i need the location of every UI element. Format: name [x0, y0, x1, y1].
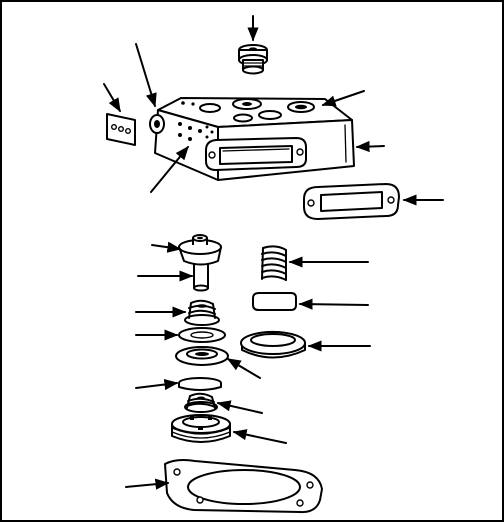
callout-leader-11 [300, 304, 368, 305]
inner-spring [262, 246, 286, 280]
callout-leader-3 [104, 84, 120, 111]
callout-leader-8 [152, 245, 180, 249]
flat-washer [179, 328, 225, 342]
flange-gasket [165, 460, 322, 512]
valve-disc [179, 378, 221, 390]
cover-gasket [304, 184, 399, 219]
mounting-gasket-small [107, 114, 135, 145]
callout-leader-4 [323, 91, 364, 105]
callout-leader-19 [126, 483, 168, 487]
callout-leader-16 [136, 383, 177, 388]
small-spring [185, 301, 219, 325]
callout-leader-5 [357, 146, 384, 147]
callout-leader-18 [234, 432, 286, 443]
top-plug [239, 45, 267, 74]
callout-leader-17 [218, 403, 262, 413]
valve-body-cup [241, 332, 305, 358]
cylinder-head-housing [150, 98, 354, 180]
callout-leader-2 [136, 44, 155, 106]
threaded-retainer [172, 415, 230, 442]
square-seat-disc [253, 293, 296, 310]
valve-cap-stem [179, 235, 221, 291]
seat-ring [176, 347, 228, 365]
callout-leader-15 [228, 359, 260, 378]
coil-spring [185, 394, 217, 412]
